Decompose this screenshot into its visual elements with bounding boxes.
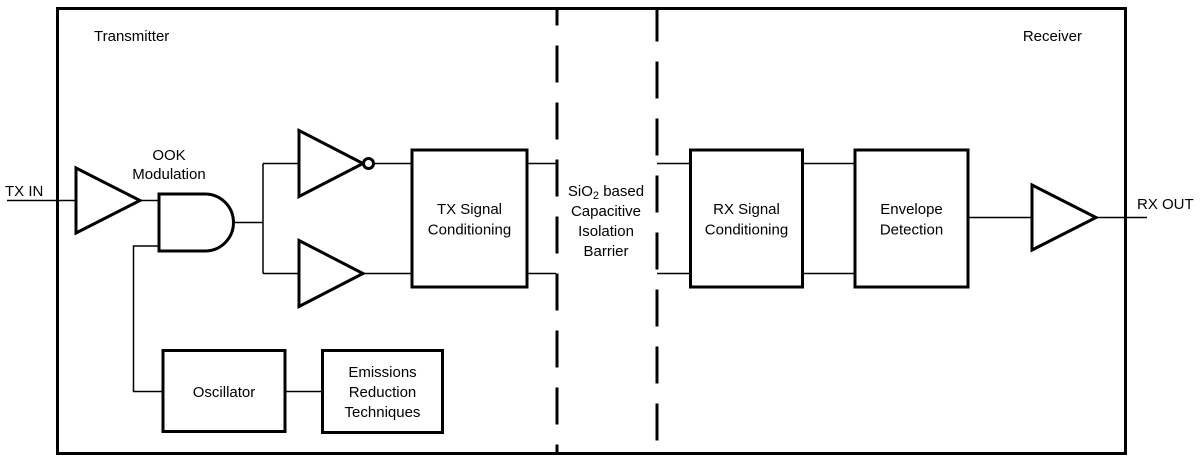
barrier-label-line2: Capacitive: [571, 203, 641, 220]
tx-signal-conditioning-block: [410, 148, 529, 289]
inverter-bubble-icon: [362, 157, 375, 170]
input-buffer-icon: [74, 165, 144, 236]
tx-signal-conditioning-label-line1: TX Signal: [437, 201, 502, 218]
envelope-detection-label-line1: Envelope: [880, 201, 943, 218]
tx-signal-conditioning-label-line2: Conditioning: [428, 222, 511, 239]
envelope-detection-label-line2: Detection: [880, 222, 943, 239]
driver-buffer-icon: [297, 238, 367, 309]
ook-modulation-label-line2: Modulation: [132, 166, 205, 183]
rx-out-label: RX OUT: [1137, 196, 1194, 213]
transmitter-region-label: Transmitter: [94, 28, 169, 45]
rx-signal-conditioning-block: [689, 148, 804, 289]
envelope-detection-block: [853, 148, 970, 289]
emissions-reduction-label-line3: Techniques: [345, 404, 421, 421]
receiver-region-label: Receiver: [1023, 28, 1082, 45]
oscillator-block: [161, 349, 287, 433]
barrier-label-line4: Barrier: [583, 243, 628, 260]
ook-modulation-label-line1: OOK: [152, 147, 185, 164]
barrier-label-line1: SiO2 based: [568, 183, 644, 202]
wire-oscillator-to-and: [132, 245, 163, 393]
output-buffer-icon: [1030, 182, 1100, 253]
oscillator-label: Oscillator: [193, 384, 256, 401]
rx-signal-conditioning-label-line1: RX Signal: [713, 201, 780, 218]
tx-in-label: TX IN: [5, 183, 43, 200]
emissions-reduction-label-line1: Emissions: [348, 364, 416, 381]
barrier-label-line3: Isolation: [578, 223, 634, 240]
emissions-reduction-label-line2: Reduction: [349, 384, 417, 401]
rx-signal-conditioning-label-line2: Conditioning: [705, 222, 788, 239]
inverter-icon: [297, 128, 367, 199]
and-gate-icon: [157, 192, 235, 253]
emissions-reduction-block: [321, 349, 444, 434]
